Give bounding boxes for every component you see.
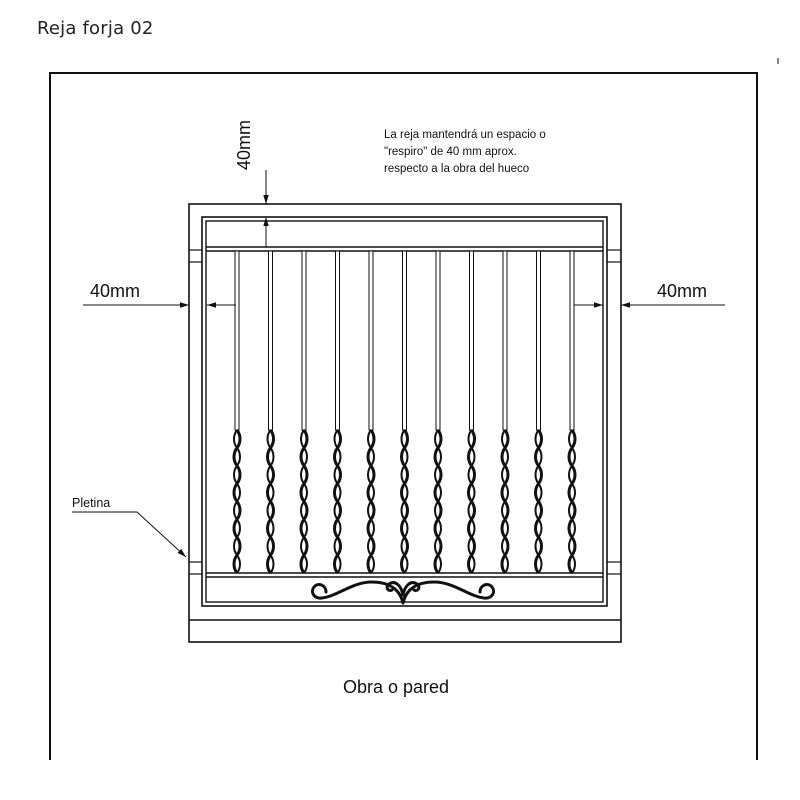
pletina-label: Pletina xyxy=(72,496,111,510)
respiro-note: La reja mantendrá un espacio o "respiro"… xyxy=(384,127,546,178)
forged-bar xyxy=(433,250,443,574)
note-line-1: La reja mantendrá un espacio o xyxy=(384,129,546,141)
window-opening xyxy=(188,203,622,643)
forged-bar xyxy=(333,250,342,574)
forged-bar xyxy=(400,250,409,574)
forged-bar xyxy=(266,250,275,574)
wall-label: Obra o pared xyxy=(343,677,450,697)
dim-left-label: 40mm xyxy=(90,281,141,301)
pletina-leader xyxy=(72,511,187,558)
wall-outline xyxy=(49,72,758,760)
note-line-2: "respiro" de 40 mm aprox. xyxy=(384,146,517,158)
forged-bar xyxy=(232,250,242,574)
grille-frame-outer xyxy=(201,216,608,607)
forged-bar xyxy=(299,250,309,574)
note-line-3: respecto a la obra del hueco xyxy=(384,163,530,175)
forged-bar xyxy=(534,250,543,574)
forged-bar xyxy=(467,250,476,574)
drawing-title: Reja forja 02 xyxy=(37,18,154,39)
vertical-bars xyxy=(232,250,577,574)
scroll-ornament xyxy=(310,580,496,605)
dim-top-label: 40mm xyxy=(234,119,254,170)
forged-bar xyxy=(567,250,577,574)
forged-bar xyxy=(500,250,510,574)
forged-bar xyxy=(366,250,376,574)
dim-right-label: 40mm xyxy=(657,281,708,301)
pletina-plates xyxy=(189,249,621,575)
